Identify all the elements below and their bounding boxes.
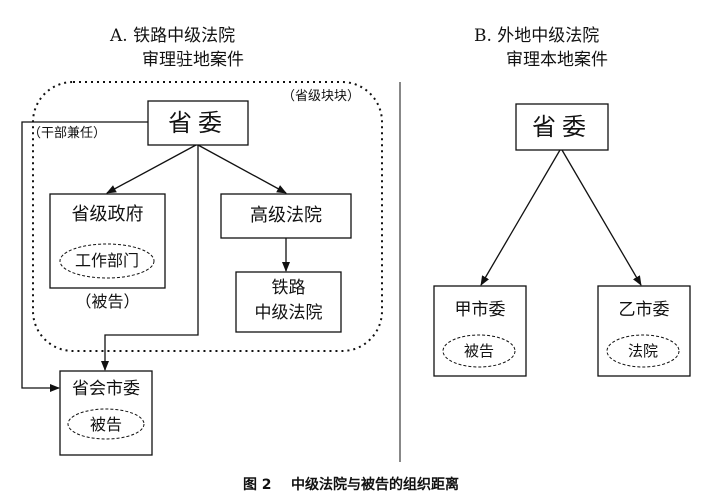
city-a-committee-box: [433, 285, 527, 377]
defendant-note: （被告）: [75, 292, 140, 311]
city-b-court-oval: [606, 334, 680, 368]
arrow-committee-to-city-b: [561, 149, 642, 286]
provincial-committee-box-a: [147, 100, 249, 146]
provincial-committee-box-b: [515, 103, 609, 151]
panel-b-title-line1: B. 外地中级法院: [474, 26, 600, 46]
railway-court-label-line1: 铁路: [271, 278, 306, 298]
city-a-defendant-label: 被告: [463, 342, 494, 360]
city-a-defendant-oval: [442, 334, 516, 368]
work-department-label: 工作部门: [74, 251, 139, 270]
arrow-committee-to-city-a: [480, 149, 561, 286]
city-b-committee-label: 乙市委: [618, 300, 670, 320]
railway-court-box: [235, 271, 342, 333]
provincial-government-box: [49, 193, 166, 289]
provincial-committee-label-a: 省委: [168, 109, 228, 137]
city-b-court-label: 法院: [627, 342, 658, 360]
high-court-label: 高级法院: [250, 205, 322, 226]
capital-defendant-oval: [67, 408, 145, 440]
provincial-government-label: 省级政府: [71, 204, 144, 225]
cadre-label: （干部兼任）: [28, 126, 107, 141]
high-court-box: [220, 193, 352, 239]
capital-defendant-label: 被告: [89, 415, 122, 434]
railway-court-label-line2: 中级法院: [254, 303, 323, 323]
provincial-bloc-boundary: [32, 81, 383, 352]
city-a-committee-label: 甲市委: [454, 300, 506, 320]
panel-a-title-line1: A. 铁路中级法院: [110, 26, 236, 46]
arrow-cadre-link: [21, 121, 148, 392]
capital-committee-label: 省会市委: [72, 379, 140, 399]
figure-caption: 图 2 中级法院与被告的组织距离: [242, 477, 460, 493]
panel-a-title-line2: 审理驻地案件: [142, 50, 244, 70]
arrow-committee-to-government: [106, 144, 197, 194]
arrow-committee-to-high-court: [197, 144, 287, 194]
city-b-committee-box: [597, 285, 691, 377]
bloc-label: （省级块块）: [282, 89, 361, 104]
panel-b-title-line2: 审理本地案件: [506, 50, 608, 70]
work-department-oval: [59, 243, 155, 279]
capital-committee-box: [59, 370, 153, 456]
provincial-committee-label-b: 省委: [532, 113, 592, 141]
arrow-committee-to-capital: [101, 145, 199, 371]
